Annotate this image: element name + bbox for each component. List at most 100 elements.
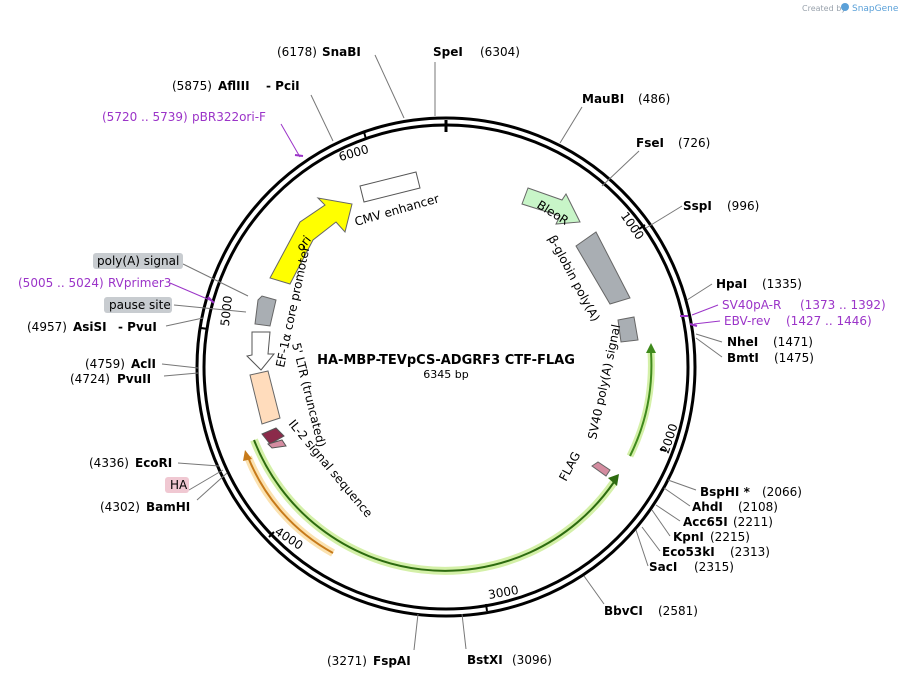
- primer-sv40pa-r-name[interactable]: SV40pA-R: [722, 298, 781, 312]
- site-saci-name[interactable]: SacI: [649, 560, 677, 574]
- feature-sv40-arc[interactable]: [629, 351, 653, 457]
- feature-main-orf-glow: [250, 438, 618, 575]
- site-acc65i-name[interactable]: Acc65I: [683, 515, 728, 529]
- primer-ebv-rev-name[interactable]: EBV-rev: [724, 314, 770, 328]
- site-eco53ki-name[interactable]: Eco53kI: [662, 545, 715, 559]
- site-pcii-name[interactable]: - PciI: [266, 79, 300, 93]
- site-hpai-name[interactable]: HpaI: [716, 277, 747, 291]
- feature-5-ltr[interactable]: [249, 370, 281, 425]
- site-asisi-pos: (4957): [27, 320, 67, 334]
- site-pvuii-name[interactable]: PvuII: [117, 372, 151, 386]
- leader-lines: [161, 54, 723, 651]
- site-ecori-name[interactable]: EcoRI: [135, 456, 172, 470]
- site-kpni-pos: (2215): [710, 530, 750, 544]
- leader-ebv-rev: [693, 320, 721, 325]
- site-ahdi-name[interactable]: AhdI: [692, 500, 723, 514]
- site-bamhi-name[interactable]: BamHI: [146, 500, 190, 514]
- feature-label-flag: FLAG: [556, 449, 583, 483]
- site-bstxi-name[interactable]: BstXI: [467, 653, 503, 667]
- tick-6000: [363, 131, 367, 140]
- leader-pvuii: [163, 372, 199, 377]
- site-acli-pos: (4759): [85, 357, 125, 371]
- tick-label-5000: 5000: [218, 295, 235, 327]
- site-acc65i-pos: (2211): [733, 515, 773, 529]
- site-afliii-pos: (5875): [172, 79, 212, 93]
- leader-nhei: [695, 333, 723, 343]
- primer-ebv-rev-range: (1427 .. 1446): [786, 314, 872, 328]
- leader-maubi: [559, 106, 583, 144]
- feature-label-sv40-polya-signal: SV40 poly(A) signal: [585, 323, 623, 441]
- leader-fspai: [413, 613, 419, 651]
- leader-bsphi: [667, 479, 697, 491]
- site-ahdi-pos: (2108): [738, 500, 778, 514]
- leader-kpni: [651, 509, 671, 537]
- site-bamhi-pos: (4302): [100, 500, 140, 514]
- leader-afliii: [310, 94, 334, 142]
- site-sspi-pos: (996): [727, 199, 759, 213]
- primer-pbr322ori-name[interactable]: pBR322ori-F: [192, 110, 266, 124]
- site-pvui-name[interactable]: - PvuI: [118, 320, 157, 334]
- site-nhei-pos: (1471): [773, 335, 813, 349]
- feature-cmv-enhancer[interactable]: [359, 171, 421, 203]
- site-bbvci-pos: (2581): [658, 604, 698, 618]
- feature-ha-orf[interactable]: [247, 456, 334, 554]
- primer-mark-rvprimer3: [207, 296, 215, 304]
- tag-ha[interactable]: HA: [170, 478, 188, 492]
- feature-il2-signal[interactable]: [261, 427, 285, 445]
- leader-acc65i: [655, 504, 681, 522]
- leader-eco53ki: [641, 526, 661, 552]
- feature-ori[interactable]: [269, 197, 353, 285]
- feature-white-arrow[interactable]: [245, 331, 276, 371]
- leader-bamhi: [196, 472, 228, 501]
- leader-ecori: [177, 462, 220, 467]
- site-kpni-name[interactable]: KpnI: [673, 530, 704, 544]
- leader-ahdi: [663, 487, 691, 507]
- feature-ef1a-core-promoter[interactable]: [254, 295, 277, 327]
- tick-label-3000: 3000: [487, 583, 520, 602]
- site-nhei-name[interactable]: NheI: [727, 335, 758, 349]
- feature-main-orf[interactable]: [253, 439, 615, 572]
- leader-pbr322ori: [280, 123, 301, 158]
- site-maubi-name[interactable]: MauBI: [582, 92, 624, 106]
- site-bmti-pos: (1475): [774, 351, 814, 365]
- tick-marks: [200, 131, 667, 612]
- feature-ha-orf-arrow-head: [243, 450, 252, 461]
- primer-rvprimer3-range: (5005 .. 5024): [18, 276, 104, 290]
- primer-mark-pbr322ori: [294, 154, 304, 157]
- site-sspi-name[interactable]: SspI: [683, 199, 712, 213]
- site-snabi-name[interactable]: SnaBI: [322, 45, 361, 59]
- feature-flag[interactable]: [591, 461, 611, 477]
- feature-bleor[interactable]: [521, 187, 581, 225]
- site-asisi-name[interactable]: AsiSI: [73, 320, 107, 334]
- tick-5000: [200, 327, 209, 330]
- feature-il2-ha[interactable]: [267, 439, 287, 449]
- site-spei-name[interactable]: SpeI: [433, 45, 463, 59]
- site-bbvci-name[interactable]: BbvCI: [604, 604, 643, 618]
- feature-sv40-polya-box[interactable]: [617, 316, 639, 343]
- feature-sv40-arrow-head: [646, 343, 656, 353]
- primer-pbr322ori-range: (5720 .. 5739): [102, 110, 188, 124]
- site-fsei-pos: (726): [678, 136, 710, 150]
- site-afliii-name[interactable]: AflIII: [218, 79, 250, 93]
- primer-rvprimer3-name[interactable]: RVprimer3: [108, 276, 171, 290]
- leader-acli: [161, 363, 199, 369]
- tag-polya-signal[interactable]: poly(A) signal: [97, 254, 179, 268]
- site-fsei-name[interactable]: FseI: [636, 136, 664, 150]
- site-spei-pos: (6304): [480, 45, 520, 59]
- backbone-outer: [195, 116, 697, 618]
- feature-beta-globin-polya[interactable]: [575, 231, 631, 305]
- tick-label-6000: 6000: [337, 142, 370, 164]
- site-maubi-pos: (486): [638, 92, 670, 106]
- leader-saci: [635, 529, 649, 567]
- snapgene-logo-icon: [841, 3, 849, 11]
- leader-sspi: [645, 205, 683, 229]
- site-acli-name[interactable]: AclI: [131, 357, 156, 371]
- site-bmti-name[interactable]: BmtI: [727, 351, 759, 365]
- site-bsphi-name[interactable]: BspHI *: [700, 485, 751, 499]
- leader-ha-tag: [188, 469, 224, 491]
- tag-pause-site[interactable]: pause site: [109, 298, 171, 312]
- site-fspai-name[interactable]: FspAI: [373, 654, 411, 668]
- site-bstxi-pos: (3096): [512, 653, 552, 667]
- leader-asisi: [165, 317, 204, 327]
